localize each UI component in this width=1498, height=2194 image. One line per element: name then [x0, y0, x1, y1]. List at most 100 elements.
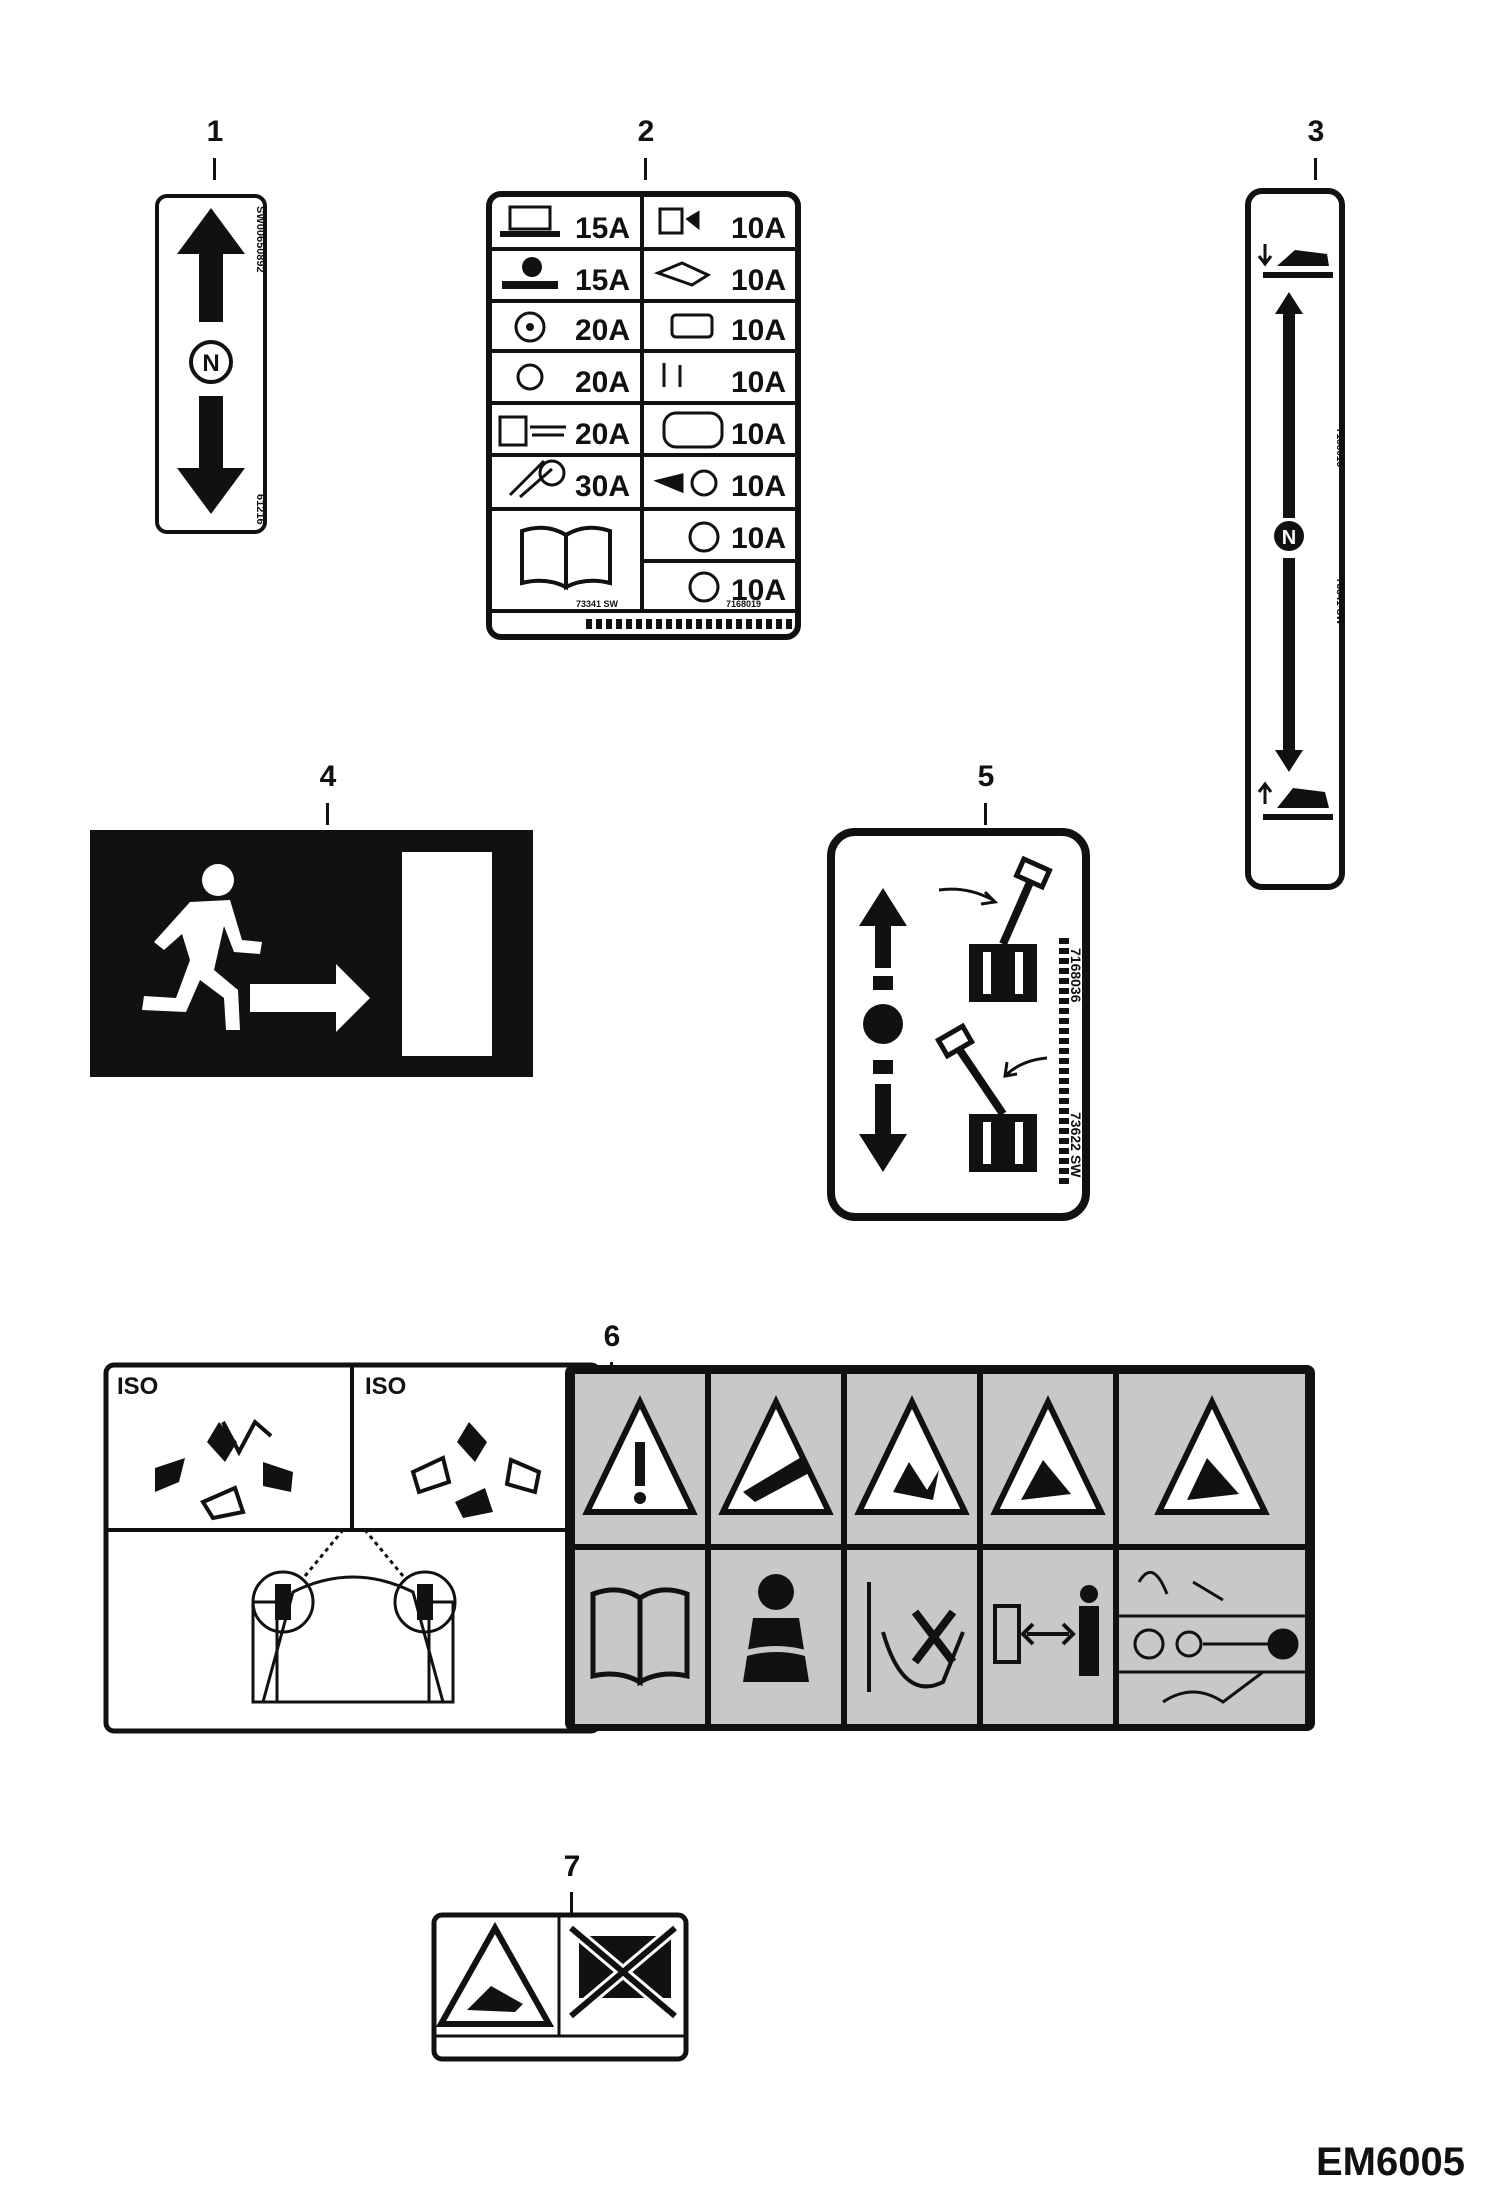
decal-6-graphic: ISO ISO: [103, 1362, 1315, 1734]
radio-icon: [662, 363, 682, 387]
decal-5-code-2: 73622 SW: [1068, 1112, 1084, 1178]
decal-4-emergency-exit: [90, 830, 533, 1077]
callout-2: 2: [637, 115, 655, 148]
pedal-forward-icon: [1257, 244, 1333, 278]
decal-4-graphic: [90, 830, 533, 1077]
decal-2-code-right: 7168019: [726, 599, 761, 609]
leader-2: [644, 158, 647, 180]
decal-3-graphic: N 7168016 73341 SW: [1245, 188, 1345, 890]
decal-1-code-top: SW00650892: [254, 206, 266, 273]
leader-3: [1314, 158, 1317, 180]
shutdown-procedure-icon: [1119, 1570, 1305, 1704]
decal-2-fuse-chart: 15A 15A 20A 20A 20A 30A 10A 10A 10A 10A …: [486, 191, 801, 640]
fuse-left-4-amp: 20A: [575, 366, 630, 399]
iso-label-left: ISO: [117, 1373, 158, 1400]
decal-5-code-1: 7168036: [1068, 948, 1084, 1003]
decal-7-crush-hazard: [431, 1912, 689, 2062]
speaker-icon: [685, 210, 700, 231]
callout-6: 6: [603, 1320, 621, 1353]
iso-pattern-left-icon: [155, 1418, 293, 1521]
work-light-icon: [508, 459, 553, 499]
keep-distance-icon: [993, 1585, 1099, 1676]
decal-1-travel-neutral: N SW00650892 61216: [155, 194, 267, 534]
exit-arrow-icon: [250, 964, 370, 1032]
decal-5-graphic: 7168036 73622 SW: [827, 828, 1090, 1221]
decal-3-pedal-neutral: N 7168016 73341 SW: [1245, 188, 1345, 890]
decal-1-neutral-letter: N: [202, 350, 219, 377]
wrench-icon: [522, 257, 542, 277]
callout-4: 4: [319, 760, 337, 793]
leader-7: [570, 1892, 573, 1914]
decal-3-neutral-letter: N: [1282, 527, 1296, 549]
iso-label-right: ISO: [365, 1373, 406, 1400]
joystick-left-icon: [275, 1584, 291, 1620]
wiper-icon: [670, 313, 714, 339]
beacon-icon: [658, 207, 684, 235]
decal-3-code-2: 73341 SW: [1334, 578, 1345, 625]
callout-7: 7: [563, 1850, 581, 1883]
decal-1-code-bottom: 61216: [254, 494, 266, 525]
neutral-circle-icon: [189, 340, 233, 384]
fuse-right-4-amp: 10A: [731, 366, 786, 399]
pedal-reverse-icon: [1257, 781, 1333, 820]
decal-5-travel-direction: 7168036 73622 SW: [827, 828, 1090, 1221]
arrow-up-icon: [1275, 292, 1303, 518]
crush-warning-icon: [435, 1921, 555, 2027]
computer-base-icon: [500, 231, 560, 237]
leader-4: [326, 803, 329, 825]
read-manual-icon: [590, 1587, 690, 1687]
decal-5-barcode: [1059, 936, 1069, 1186]
arrow-down-icon: [859, 1084, 907, 1172]
neutral-dot-icon: [863, 1004, 903, 1044]
heater-icon: [516, 363, 544, 391]
iso-pattern-right-icon: [410, 1422, 542, 1518]
dig-hazard-icon: [867, 1582, 965, 1692]
horn-icon: [653, 473, 684, 494]
fan-icon: [514, 311, 546, 343]
leader-5: [984, 803, 987, 825]
joystick-right-icon: [417, 1584, 433, 1620]
running-man-icon: [142, 900, 262, 1030]
wrench-base-icon: [502, 281, 558, 289]
decal-2-barcode: [582, 619, 792, 629]
callout-1: 1: [206, 115, 224, 148]
neutral-circle-icon: [1274, 521, 1304, 551]
explosion-warning-icon: [854, 1395, 970, 1515]
fuse-left-6-amp: 30A: [575, 470, 630, 503]
fuse-right-8-amp: 10A: [731, 574, 786, 607]
arrow-up-icon: [177, 208, 245, 322]
figure-reference: EM6005: [1316, 2140, 1465, 2184]
decal-7-graphic: [431, 1912, 689, 2062]
leader-1: [213, 158, 216, 180]
fuse-left-3-amp: 20A: [575, 314, 630, 347]
fuel-heater-icon: [498, 415, 528, 447]
manual-book-icon: [520, 525, 612, 591]
decal-2-code-left: 73341 SW: [576, 599, 619, 609]
track-forward-icon: [938, 855, 1053, 1002]
runner-head-icon: [202, 864, 234, 896]
fuse-right-3-amp: 10A: [731, 314, 786, 347]
decal-6-controls-safety: ISO ISO: [103, 1362, 1318, 1737]
fuse-right-1-amp: 10A: [731, 212, 786, 245]
fuse-right-7-amp: 10A: [731, 522, 786, 555]
ignition-icon: [688, 521, 720, 553]
display-icon: [662, 411, 724, 449]
arrow-down-icon: [1275, 558, 1303, 772]
computer-icon: [508, 205, 552, 231]
fuse-left-5-amp: 20A: [575, 418, 630, 451]
fuse-right-5-amp: 10A: [731, 418, 786, 451]
arrow-up-icon: [859, 888, 907, 968]
joystick-icon: [690, 469, 718, 497]
decal-2-graphic: 15A 15A 20A 20A 20A 30A 10A 10A 10A 10A …: [486, 191, 801, 640]
arrow-down-icon: [177, 396, 245, 514]
fuse-right-2-amp: 10A: [731, 264, 786, 297]
crush-warning-icon: [990, 1395, 1106, 1515]
exit-door-icon: [402, 852, 492, 1056]
callout-5: 5: [977, 760, 995, 793]
track-reverse-icon: [934, 1022, 1048, 1172]
decal-3-code-1: 7168016: [1334, 428, 1345, 467]
fuse-left-1-amp: 15A: [575, 212, 630, 245]
callout-3: 3: [1307, 115, 1325, 148]
rotation-warning-icon: [1154, 1395, 1270, 1515]
fuse-right-6-amp: 10A: [731, 470, 786, 503]
